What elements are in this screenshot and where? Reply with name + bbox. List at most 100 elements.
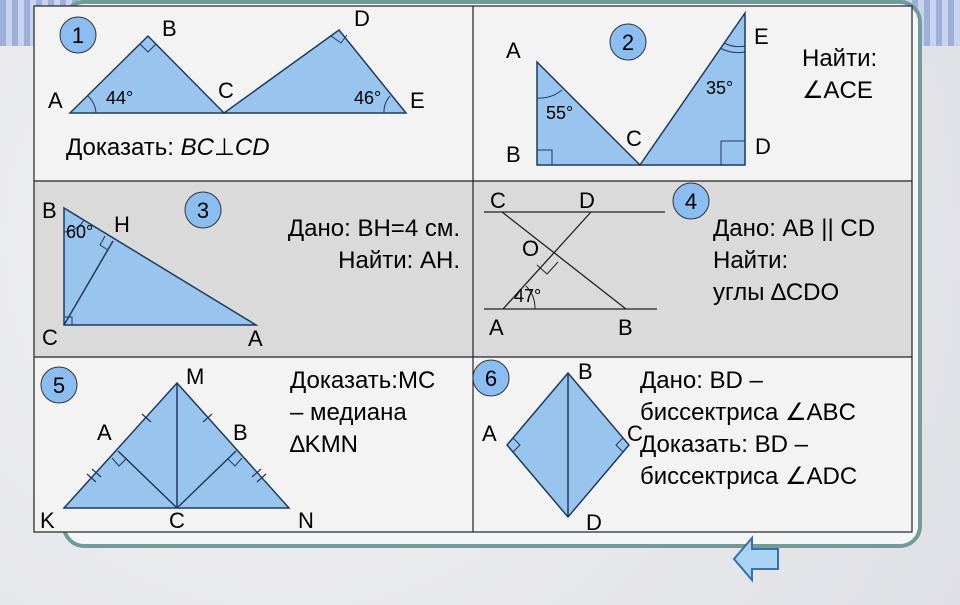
angle-arc-b [63, 219, 85, 233]
point-d-4: D [579, 188, 595, 213]
prove-line-6a: Доказать: BD – [640, 431, 809, 458]
prove-line-5c: ∆KMN [290, 431, 358, 458]
angle-b-3-label: 60° [66, 222, 93, 242]
triangle-cde [221, 28, 408, 114]
right-angle-d-2 [720, 140, 745, 165]
point-c-5: C [169, 508, 185, 533]
point-c-6: C [627, 421, 643, 446]
point-b-3: B [42, 198, 57, 223]
triangle-cde-2 [638, 10, 746, 166]
altitude-ch [63, 240, 114, 326]
right-angle-b-5 [227, 457, 243, 467]
point-n-5: N [298, 508, 314, 533]
point-k-5: K [40, 508, 55, 533]
point-b-5: B [233, 420, 248, 445]
segment-cb [501, 211, 627, 310]
badge-2 [609, 23, 647, 61]
find-line-4: Найти: [713, 247, 788, 274]
find-expr-4: углы ∆CDO [713, 279, 839, 306]
badge-4-number: 4 [685, 189, 697, 214]
triangle-abc [68, 34, 226, 114]
point-o-4: O [522, 236, 539, 261]
angle-a-label: 44° [106, 88, 133, 108]
angle-arc-e [383, 95, 391, 114]
prove-line-5a: Доказать:MC [290, 367, 435, 394]
point-b: B [162, 16, 177, 41]
badge-6-number: 6 [485, 366, 497, 391]
angle-e-label: 46° [354, 88, 381, 108]
point-a: A [48, 88, 63, 113]
angle-arc-e-2 [723, 42, 746, 48]
given-line-4: Дано: AB || CD [713, 215, 875, 242]
point-d: D [354, 6, 370, 31]
find-expr-2: ∠ACE [802, 77, 873, 104]
problem-6: 6 A B C D Дано: BD – биссектриса ∠ABC До… [472, 359, 857, 535]
point-c-4: C [490, 188, 506, 213]
right-angle-o [536, 261, 559, 275]
point-b-4: B [618, 315, 633, 340]
tick-marks [86, 413, 267, 483]
point-c: C [218, 78, 234, 103]
badge-4 [672, 182, 710, 220]
badge-2-number: 2 [622, 30, 634, 55]
point-b-2: B [506, 142, 521, 167]
badge-1 [59, 16, 97, 54]
angle-arc-a-4 [525, 285, 536, 310]
prove-line-6b: биссектриса ∠ADC [640, 463, 857, 490]
badge-6 [472, 359, 510, 397]
problem-3: 3 B H C A 60° Дано: BH=4 см. Найти: AH. [42, 191, 460, 351]
point-d-6: D [586, 510, 602, 535]
badge-1-number: 1 [72, 23, 84, 48]
perp-cb [176, 450, 237, 509]
right-angle-c-6 [615, 437, 624, 453]
point-b-6: B [578, 359, 593, 384]
point-d-2: D [755, 134, 771, 159]
problem-5: 5 M A B K C N Доказать:MC – медиана ∆KMN [40, 364, 435, 533]
right-angle-h [99, 235, 109, 251]
right-angle-a-6 [512, 437, 521, 453]
given-line-6a: Дано: BD – [640, 367, 764, 394]
problem-2: 2 A B C D E 55° 35° Найти: ∠ACE [506, 10, 877, 167]
right-angle-c [64, 316, 73, 325]
point-a-3: A [248, 326, 263, 351]
prove-line: Доказать: BC⊥CD [66, 134, 270, 161]
badge-5-number: 5 [53, 373, 65, 398]
right-angle-b [139, 43, 157, 53]
point-a-2: A [506, 38, 521, 63]
problem-1: 1 A B C D E 44° 46° Доказать: BC⊥CD [48, 6, 425, 161]
segment-ad [502, 211, 592, 310]
point-e: E [410, 88, 425, 113]
given-line-3: Дано: BH=4 см. [288, 215, 460, 242]
point-e-2: E [754, 24, 769, 49]
find-line-3: Найти: AH. [338, 247, 460, 274]
triangle-abc-2 [536, 60, 642, 166]
point-a-4: A [489, 315, 504, 340]
back-arrow-icon[interactable] [732, 534, 782, 584]
prove-line-5b: – медиана [290, 399, 407, 426]
angle-arc-a-2 [536, 89, 563, 99]
point-a-6: A [482, 421, 497, 446]
angle-arc-e-2b [719, 47, 746, 54]
point-h-3: H [114, 212, 130, 237]
point-m-5: M [186, 364, 204, 389]
angle-a-4-label: 47° [514, 286, 541, 306]
problem-4: 4 C D O A B 47° Дано: AB || CD Найти: уг… [484, 182, 875, 340]
perp-ca [117, 450, 178, 509]
point-a-5: A [97, 420, 112, 445]
badge-3 [184, 191, 222, 229]
find-label-2: Найти: [802, 45, 877, 72]
badge-5 [40, 366, 78, 404]
angle-arc-a [87, 95, 97, 114]
angle-e-2-label: 35° [706, 78, 733, 98]
given-line-6b: биссектриса ∠ABC [640, 399, 856, 426]
angle-a-2-label: 55° [546, 103, 573, 123]
point-c-2: C [626, 126, 642, 151]
right-angle-a-5 [111, 457, 127, 467]
grid-lines [33, 5, 913, 533]
triangle-bca [63, 206, 259, 326]
badge-3-number: 3 [197, 198, 209, 223]
right-angle-b-2 [537, 149, 553, 165]
point-c-3: C [42, 325, 58, 350]
right-angle-d [330, 34, 348, 44]
